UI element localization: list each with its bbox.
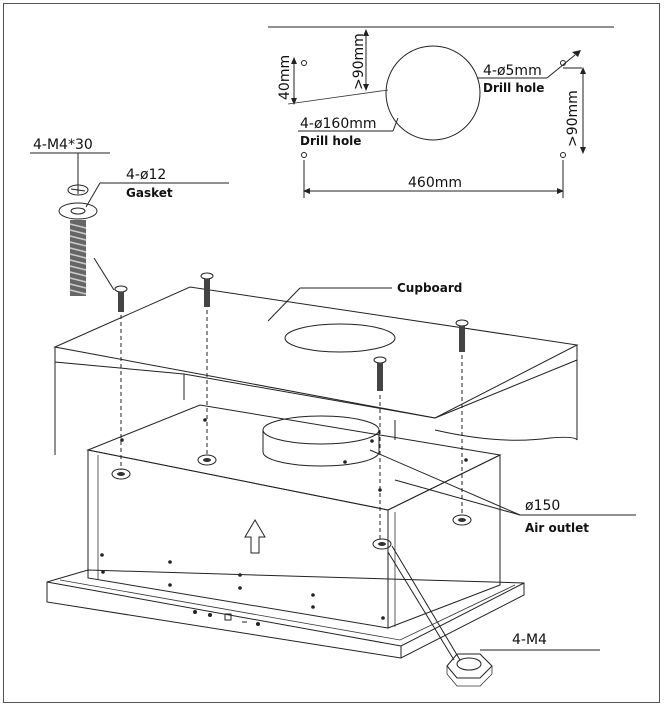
leader-line — [369, 449, 521, 516]
leader-line — [387, 551, 455, 661]
leader-line — [546, 54, 576, 79]
hood-mount-hole-inner — [458, 518, 466, 522]
mounting-screw — [114, 285, 128, 312]
arrow — [572, 50, 581, 57]
gasket-hole — [70, 207, 86, 215]
arrow-up — [580, 67, 586, 74]
screw-callout: 4-M4*30 4-ø12 Gasket — [30, 137, 229, 296]
hood-mount-hole-inner — [378, 542, 386, 546]
mounting-screw — [200, 272, 214, 307]
gasket-label: Gasket — [126, 186, 173, 200]
leader-line — [85, 182, 101, 208]
nut-edge — [446, 673, 493, 687]
screw-size-label: 4-M4*30 — [33, 137, 93, 153]
hood-mount-hole — [111, 468, 131, 480]
dim-90-top-label: >90mm — [351, 33, 367, 90]
diagram-frame — [3, 3, 660, 703]
leader-line — [392, 117, 399, 132]
outlet-size-label: ø150 — [525, 498, 560, 514]
cupboard-cut-right — [434, 429, 578, 441]
hood-front — [87, 449, 389, 629]
control-panel — [193, 610, 260, 626]
drill-template: 40mm >90mm 4-ø5mm Drill hole >90mm 4-ø16… — [268, 26, 614, 198]
mounting-screw — [373, 356, 387, 391]
hood-trim-edge — [46, 581, 525, 647]
arrow-right — [557, 188, 564, 194]
ext-line — [287, 89, 389, 105]
control-button — [208, 613, 212, 617]
leader-line — [267, 287, 301, 322]
outlet-callout: ø150 Air outlet — [369, 449, 636, 535]
leader-line — [391, 545, 461, 661]
arrow-down — [363, 84, 369, 91]
small-holes-label: Drill hole — [483, 81, 544, 95]
screw-head — [67, 184, 89, 196]
mounting-screws — [114, 272, 469, 540]
hood-mount-hole-inner — [203, 458, 211, 462]
control-button — [256, 622, 260, 626]
arrow-up — [291, 57, 297, 64]
cupboard-vent-hole — [284, 323, 396, 353]
large-drill-hole — [385, 45, 481, 141]
cupboard: Cupboard — [53, 281, 579, 455]
arrow-up — [363, 29, 369, 36]
small-holes-size: 4-ø5mm — [483, 63, 542, 79]
large-hole-label: Drill hole — [300, 134, 361, 148]
gasket-washer — [58, 202, 98, 220]
hood-trim-inner — [59, 579, 516, 641]
hood-side — [387, 454, 501, 629]
cupboard-edge — [434, 359, 578, 419]
control-button — [193, 610, 197, 614]
small-drill-hole — [301, 60, 307, 66]
arrow-down — [291, 98, 297, 105]
control-button — [224, 613, 232, 621]
hex-nut-hole — [456, 657, 482, 671]
leader-line — [93, 257, 115, 291]
nut-size-label: 4-M4 — [512, 632, 547, 648]
dim-460-label: 460mm — [408, 175, 462, 191]
air-outlet-collar — [262, 430, 380, 467]
leader-line — [394, 479, 521, 516]
small-drill-hole — [301, 152, 307, 158]
mounting-screw — [455, 319, 469, 352]
cupboard-front-edge — [54, 347, 436, 419]
hood-trim — [46, 569, 525, 659]
hood-mount-hole — [452, 514, 472, 526]
hood-mount-hole — [372, 538, 392, 550]
range-hood — [46, 404, 525, 659]
hood-mount-hole-inner — [117, 472, 125, 476]
dim-40-label: 40mm — [277, 55, 293, 100]
small-drill-hole — [560, 152, 566, 158]
hood-top — [86, 404, 502, 511]
arrow-down — [580, 147, 586, 154]
airflow-arrow-icon — [244, 519, 266, 554]
arrow-left — [303, 188, 310, 194]
outlet-label: Air outlet — [525, 521, 589, 535]
gasket-size-label: 4-ø12 — [126, 167, 166, 183]
dim-90-right-label: >90mm — [565, 90, 581, 147]
screw-thread — [69, 223, 87, 295]
hood-mount-hole — [197, 454, 217, 466]
large-hole-size: 4-ø160mm — [300, 116, 377, 132]
air-outlet-rim — [262, 415, 380, 445]
cupboard-label: Cupboard — [397, 281, 462, 295]
nut-callout: 4-M4 — [387, 545, 600, 687]
cupboard-top-face — [53, 286, 579, 419]
